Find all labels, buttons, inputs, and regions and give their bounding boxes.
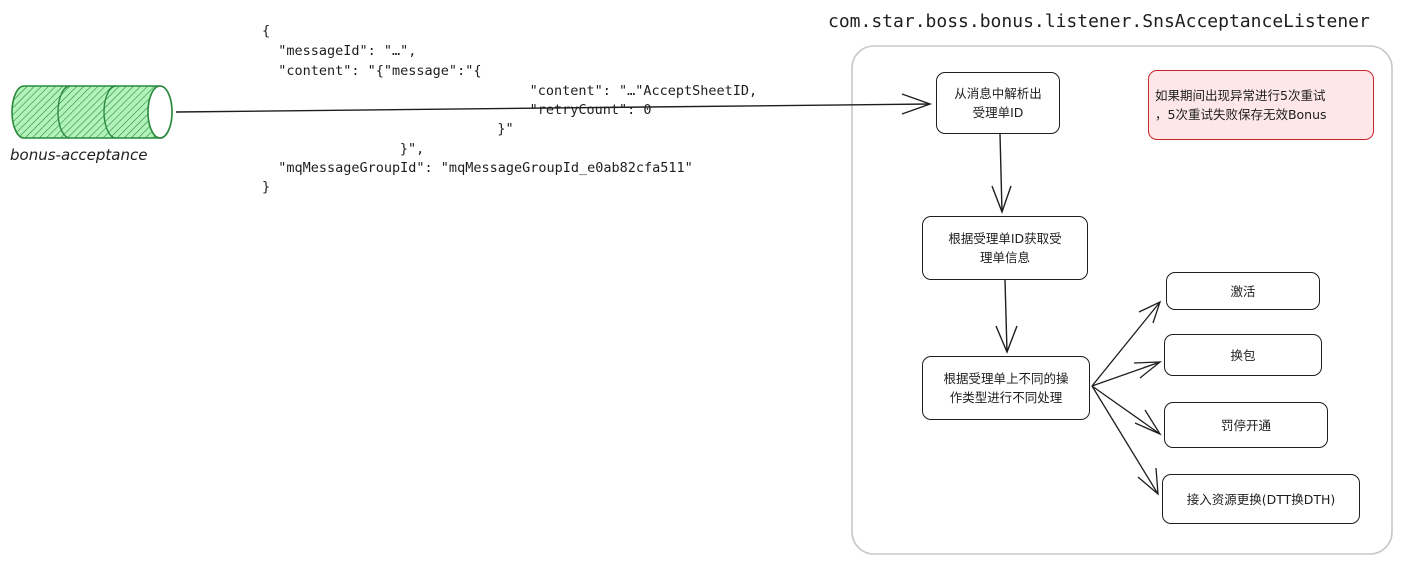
queue-to-parse-arrow — [175, 93, 933, 115]
operation-swap-package-box: 换包 — [1164, 334, 1322, 376]
dispatch-to-swap-package-arrow — [1091, 361, 1162, 387]
retry-note: 如果期间出现异常进行5次重试 ，5次重试失败保存无效Bonus — [1148, 70, 1374, 140]
operation-resource-change-box: 接入资源更换(DTT换DTH) — [1162, 474, 1360, 524]
fetch-to-dispatch-arrow — [995, 279, 1018, 354]
listener-container — [851, 45, 1393, 555]
operation-activate-box: 激活 — [1166, 272, 1320, 310]
payload-line: }", — [278, 141, 425, 157]
payload-line: "content": "…"AcceptSheetID, — [302, 83, 758, 99]
dispatch-to-penalty-arrow — [1091, 385, 1162, 436]
dispatch-to-resource-change-arrow — [1091, 385, 1159, 496]
payload-line: "content": "{"message":"{ — [262, 63, 482, 79]
queue-cylinder-icon — [11, 85, 173, 139]
dispatch-step-box: 根据受理单上不同的操 作类型进行不同处理 — [922, 356, 1090, 420]
parse-to-fetch-arrow — [991, 133, 1012, 215]
payload-line: "retryCount": 0 — [302, 102, 652, 118]
fetch-step-box: 根据受理单ID获取受 理单信息 — [922, 216, 1088, 280]
dispatch-to-activate-arrow — [1091, 300, 1162, 387]
queue-label: bonus-acceptance — [10, 146, 148, 164]
payload-line: "mqMessageGroupId": "mqMessageGroupId_e0… — [262, 160, 693, 176]
payload-line: { — [262, 23, 271, 39]
payload-line: }" — [286, 121, 514, 137]
payload-line: "messageId": "…", — [262, 43, 417, 59]
operation-penalty-open-box: 罚停开通 — [1164, 402, 1328, 448]
payload-line: } — [262, 179, 271, 195]
listener-class-title: com.star.boss.bonus.listener.SnsAcceptan… — [828, 11, 1370, 32]
parse-step-box: 从消息中解析出 受理单ID — [936, 72, 1060, 134]
